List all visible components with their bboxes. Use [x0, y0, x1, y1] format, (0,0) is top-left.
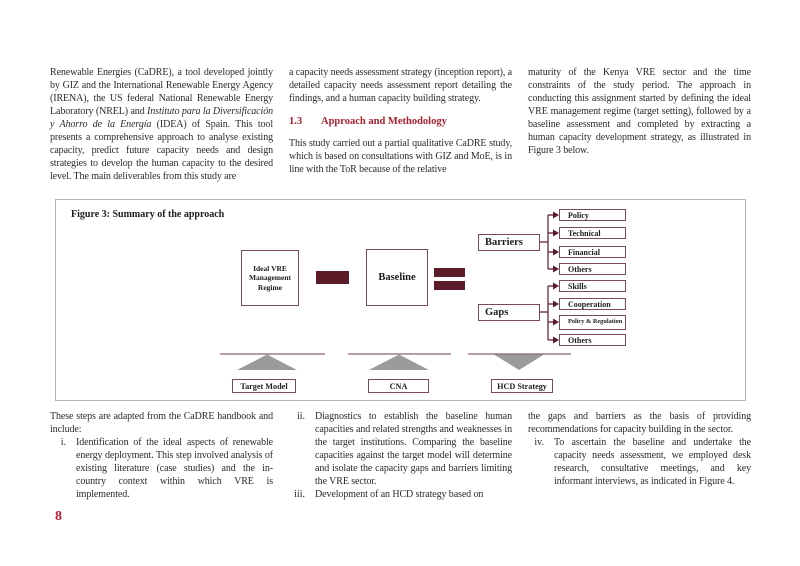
barriers-branch-lines [540, 214, 553, 270]
list-item-iii-continuation: the gaps and barriers as the basis of pr… [528, 411, 751, 435]
list-item-iv: iv. To ascertain the baseline and undert… [528, 436, 751, 488]
arrowhead-financial [553, 248, 559, 256]
list-number: iii. [294, 489, 305, 500]
arrowhead-cooperation [553, 300, 559, 308]
leaf-financial: Financial [559, 246, 626, 258]
equals-operator-bar-bottom [434, 281, 465, 290]
paragraph-maturity: maturity of the Kenya VRE sector and the… [528, 67, 751, 156]
paragraph-text: (IDEA) of Spain. This tool presents a co… [50, 119, 273, 182]
arrowhead-policy-regulation [553, 318, 559, 326]
paragraph-deliverables: a capacity needs assessment strategy (in… [289, 67, 512, 104]
arrowhead-others-gaps [553, 336, 559, 344]
figure-caption: Figure 3: Summary of the approach [71, 209, 225, 220]
hcd-triangle-down [494, 354, 544, 370]
steps-intro: These steps are adapted from the CaDRE h… [50, 411, 273, 435]
italic-institute-name: Instituto para la Diversificación y Ahor… [50, 106, 274, 130]
list-item-text: Identification of the ideal aspects of r… [76, 437, 273, 500]
node-ideal-vre-management-regime: Ideal VRE Management Regime [241, 250, 299, 306]
arrowhead-others-barriers [553, 265, 559, 273]
equals-operator-bar-top [434, 268, 465, 277]
arrowhead-policy [553, 211, 559, 219]
leaf-others-gaps: Others [559, 334, 626, 346]
top-column-1: Renewable Energies (CaDRE), a tool devel… [50, 66, 273, 183]
output-cna: CNA [368, 379, 429, 393]
bottom-column-2: ii. Diagnostics to establish the baselin… [289, 410, 512, 501]
top-column-3: maturity of the Kenya VRE sector and the… [528, 66, 751, 183]
section-number: 1.3 [289, 116, 303, 127]
leaf-policy-regulation: Policy & Regulation [559, 315, 626, 330]
paragraph-study-approach: This study carried out a partial qualita… [289, 138, 512, 175]
gaps-branch-lines [540, 285, 553, 341]
list-item-iii: iii. Development of an HCD strategy base… [289, 488, 512, 501]
cna-triangle-up [369, 354, 429, 370]
arrowhead-technical [553, 229, 559, 237]
bottom-column-1: These steps are adapted from the CaDRE h… [50, 410, 273, 501]
bottom-column-3: the gaps and barriers as the basis of pr… [528, 410, 751, 501]
output-hcd-strategy: HCD Strategy [491, 379, 553, 393]
figure-3-box: Figure 3: Summary of the approach Ideal … [55, 199, 746, 401]
list-number: i. [60, 437, 66, 448]
node-gaps: Gaps [478, 304, 540, 321]
list-number: iv. [534, 437, 544, 448]
paragraph-text: Renewable Energies (CaDRE), a tool devel… [50, 67, 273, 117]
minus-operator-bar [316, 271, 349, 284]
target-model-triangle-up [237, 354, 297, 370]
list-number: ii. [296, 411, 305, 422]
paragraph-cadre-tool: Renewable Energies (CaDRE), a tool devel… [50, 66, 273, 183]
output-target-model: Target Model [232, 379, 296, 393]
list-item-text: Diagnostics to establish the baseline hu… [315, 411, 512, 487]
list-item-text: To ascertain the baseline and undertake … [554, 437, 751, 487]
list-item-i: i. Identification of the ideal aspects o… [50, 436, 273, 501]
page-number: 8 [55, 509, 62, 524]
list-item-ii: ii. Diagnostics to establish the baselin… [289, 410, 512, 488]
leaf-skills: Skills [559, 280, 626, 292]
top-column-2: a capacity needs assessment strategy (in… [289, 66, 512, 183]
bottom-text-section: These steps are adapted from the CaDRE h… [50, 410, 751, 501]
leaf-policy: Policy [559, 209, 626, 221]
node-barriers: Barriers [478, 234, 540, 251]
leaf-cooperation: Cooperation [559, 298, 626, 310]
leaf-others-barriers: Others [559, 263, 626, 275]
figure-diagram-connectors [220, 211, 571, 370]
node-baseline: Baseline [366, 249, 428, 306]
section-heading: 1.3 Approach and Methodology [289, 116, 512, 127]
section-title: Approach and Methodology [321, 116, 447, 127]
leaf-technical: Technical [559, 227, 626, 239]
arrowhead-skills [553, 282, 559, 290]
top-text-section: Renewable Energies (CaDRE), a tool devel… [50, 66, 751, 183]
list-item-text: Development of an HCD strategy based on [315, 489, 484, 500]
